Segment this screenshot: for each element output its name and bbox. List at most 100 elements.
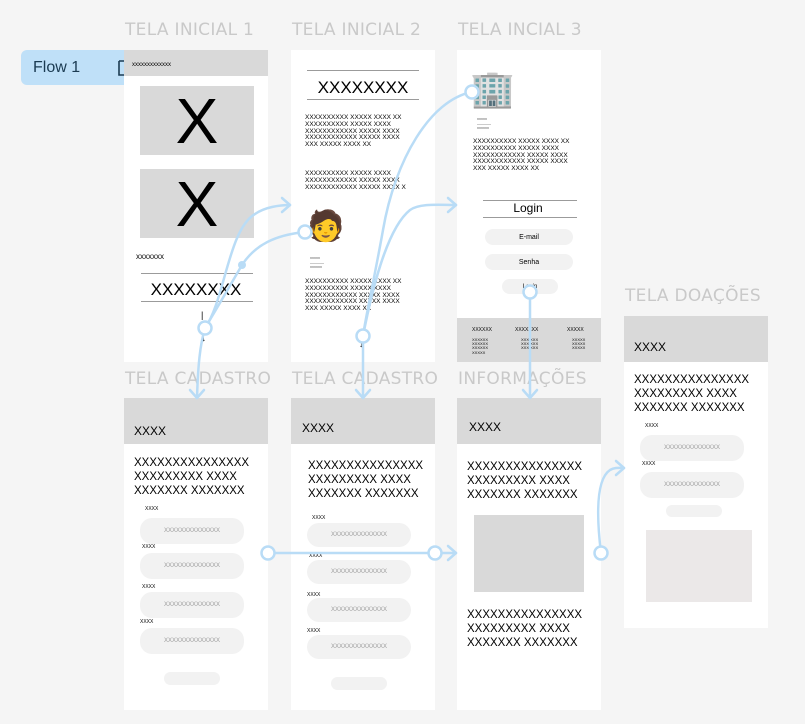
connector-handle [522,284,538,300]
field-label: XXXX [145,506,159,512]
paragraph: XXXXXXXXXXXXXXX XXXXXXXXX XXXX XXXXXXX X… [134,457,250,497]
frame-title-informacoes: INFORMAÇÕES [458,369,587,389]
connector-arrowhead [614,459,626,477]
divider [483,217,577,218]
field-label: XXXX [140,619,154,625]
connector-inicial2-to-inicial3 [361,203,458,338]
flow-label: Flow 1 [33,58,81,76]
password-field[interactable]: Senha [485,254,573,270]
header-text: XXXX [469,420,502,434]
field-label: XXXX [142,544,156,550]
paragraph: XXXXXXXXXXXXXXX XXXXXXXXX XXXX XXXXXXX X… [467,609,583,649]
connector-handle [297,224,313,240]
footer-heading: XXXXX [567,327,584,333]
input-field[interactable]: XXXXXXXXXXXXXX [307,523,411,547]
header-text: XXXX [134,424,167,438]
frame-tela-cadastro-1[interactable]: XXXX XXXXXXXXXXXXXXX XXXXXXXXX XXXX XXXX… [124,398,268,710]
heading: XXXXXXXX [317,78,409,97]
paragraph: XXXXXXXXXX XXXXX XXXX XX XXXXXXXXXX XXXX… [305,114,402,149]
divider [477,124,491,125]
paragraph: XXXXXXXXXX XXXXX XXXX XXXXXXXXXXXX XXXXX… [305,170,406,191]
field-label: XXXX [307,592,321,598]
connector-arrowhead [521,388,539,400]
footer-text: XXXXXX XXXXXX XXXXXX XXXXX [472,337,489,355]
connector-inicial1-to-cadastro [195,326,207,400]
divider [307,70,419,71]
frame-title-cadastro-2: TELA CADASTRO [292,369,439,389]
header-bar: XXXX [624,316,768,362]
input-field[interactable]: XXXXXXXXXXXXXX [640,472,744,498]
header-text: xxxxxxxxxxxxx [132,62,171,68]
arrow-down-icon[interactable]: ↓ [359,339,364,349]
footer-text: XXX XXX XXX XXX XXX XXX [521,337,539,351]
input-field[interactable]: XXXXXXXXXXXXXX [140,628,244,654]
connector-arrowhead [446,196,458,214]
connector-arrowhead [354,388,372,400]
header-text: XXXX [634,340,667,354]
header-bar: XXXX [457,398,601,444]
connector-inicial1-to-inicial2 [203,203,292,330]
frame-tela-cadastro-2[interactable]: XXXX XXXXXXXXXXXXXXX XXXXXXXXX XXXX XXXX… [291,398,435,710]
connector-building-link [361,90,474,338]
input-field[interactable]: XXXXXXXXXXXXXX [140,518,244,544]
connector-handle [593,545,609,561]
image-placeholder [646,530,752,602]
header-bar: XXXX [124,398,268,444]
connector-handle [427,545,443,561]
submit-button[interactable] [666,505,722,517]
field-label: XXXX [312,515,326,521]
connector-handle [355,328,371,344]
input-field[interactable]: XXXXXXXXXXXXXX [640,435,744,461]
paragraph: XXXXXXXXXXXXXXX XXXXXXXXX XXXX XXXXXXX X… [467,461,583,501]
divider [141,273,253,274]
email-field[interactable]: E-mail [485,229,573,245]
divider [310,263,324,264]
arrow-down-icon[interactable]: | [201,310,204,320]
submit-button[interactable] [164,672,220,685]
frame-tela-inicial-1[interactable]: xxxxxxxxxxxxx X X xxxxxxx XXXXXXXX | ↓ [124,50,268,362]
connector-arrowhead [446,544,458,562]
frame-tela-inicial-2[interactable]: XXXXXXXX XXXXXXXXXX XXXXX XXXX XX XXXXXX… [291,50,435,362]
small-text: xxxxx [310,255,320,260]
divider [141,301,253,302]
small-label: xxxxxxx [136,252,164,261]
footer-text: XXXXX XXXXX XXXXX [572,337,586,351]
image-placeholder [474,515,584,592]
paragraph: XXXXXXXXXXXXXXX XXXXXXXXX XXXX XXXXXXX X… [308,460,424,500]
frame-informacoes[interactable]: XXXX XXXXXXXXXXXXXXX XXXXXXXXX XXXX XXXX… [457,398,601,710]
field-label: XXXX [142,584,156,590]
connector-handle [464,84,480,100]
submit-button[interactable] [331,677,387,690]
footer-heading: XXXXXX [472,327,493,333]
paragraph: XXXXXXXXXX XXXXX XXXX XX XXXXXXXXXX XXXX… [473,138,570,173]
input-field[interactable]: XXXXXXXXXXXXXX [307,635,411,659]
frame-tela-doacoes[interactable]: XXXX XXXXXXXXXXXXXXX XXXXXXXXX XXXX XXXX… [624,316,768,628]
input-field[interactable]: XXXXXXXXXXXXXX [307,598,411,622]
paragraph: XXXXXXXXXXXXXXX XXXXXXXXX XXXX XXXXXXX X… [634,374,750,414]
frame-title-inicial-3: TELA INCIAL 3 [458,20,582,40]
header-bar: XXXX [291,398,435,444]
field-label: XXXX [309,553,323,559]
small-text: xxxxxx [477,125,489,130]
connector-joint [238,261,246,269]
frame-title-doacoes: TELA DOAÇÕES [625,286,761,306]
connector-handle [260,545,276,561]
small-text: xxxxx [477,116,487,121]
input-field[interactable]: XXXXXXXXXXXXXX [307,560,411,584]
connector-arrowhead [188,388,206,400]
image-placeholder: X [140,85,254,157]
field-label: XXXX [307,628,321,634]
header-bar: xxxxxxxxxxxxx [124,50,268,76]
image-placeholder: X [140,168,254,240]
frame-title-inicial-2: TELA INICIAL 2 [292,20,422,40]
person-avatar-icon: 🧑 [307,210,345,243]
connector-informacoes-to-doacoes [596,466,626,555]
connector-avatar-link [203,230,307,330]
input-field[interactable]: XXXXXXXXXXXXXX [140,592,244,618]
input-field[interactable]: XXXXXXXXXXXXXX [140,553,244,579]
divider [483,200,577,201]
login-heading: Login [513,201,543,215]
connector-handle [197,320,213,336]
connector-arrowhead [280,196,292,214]
